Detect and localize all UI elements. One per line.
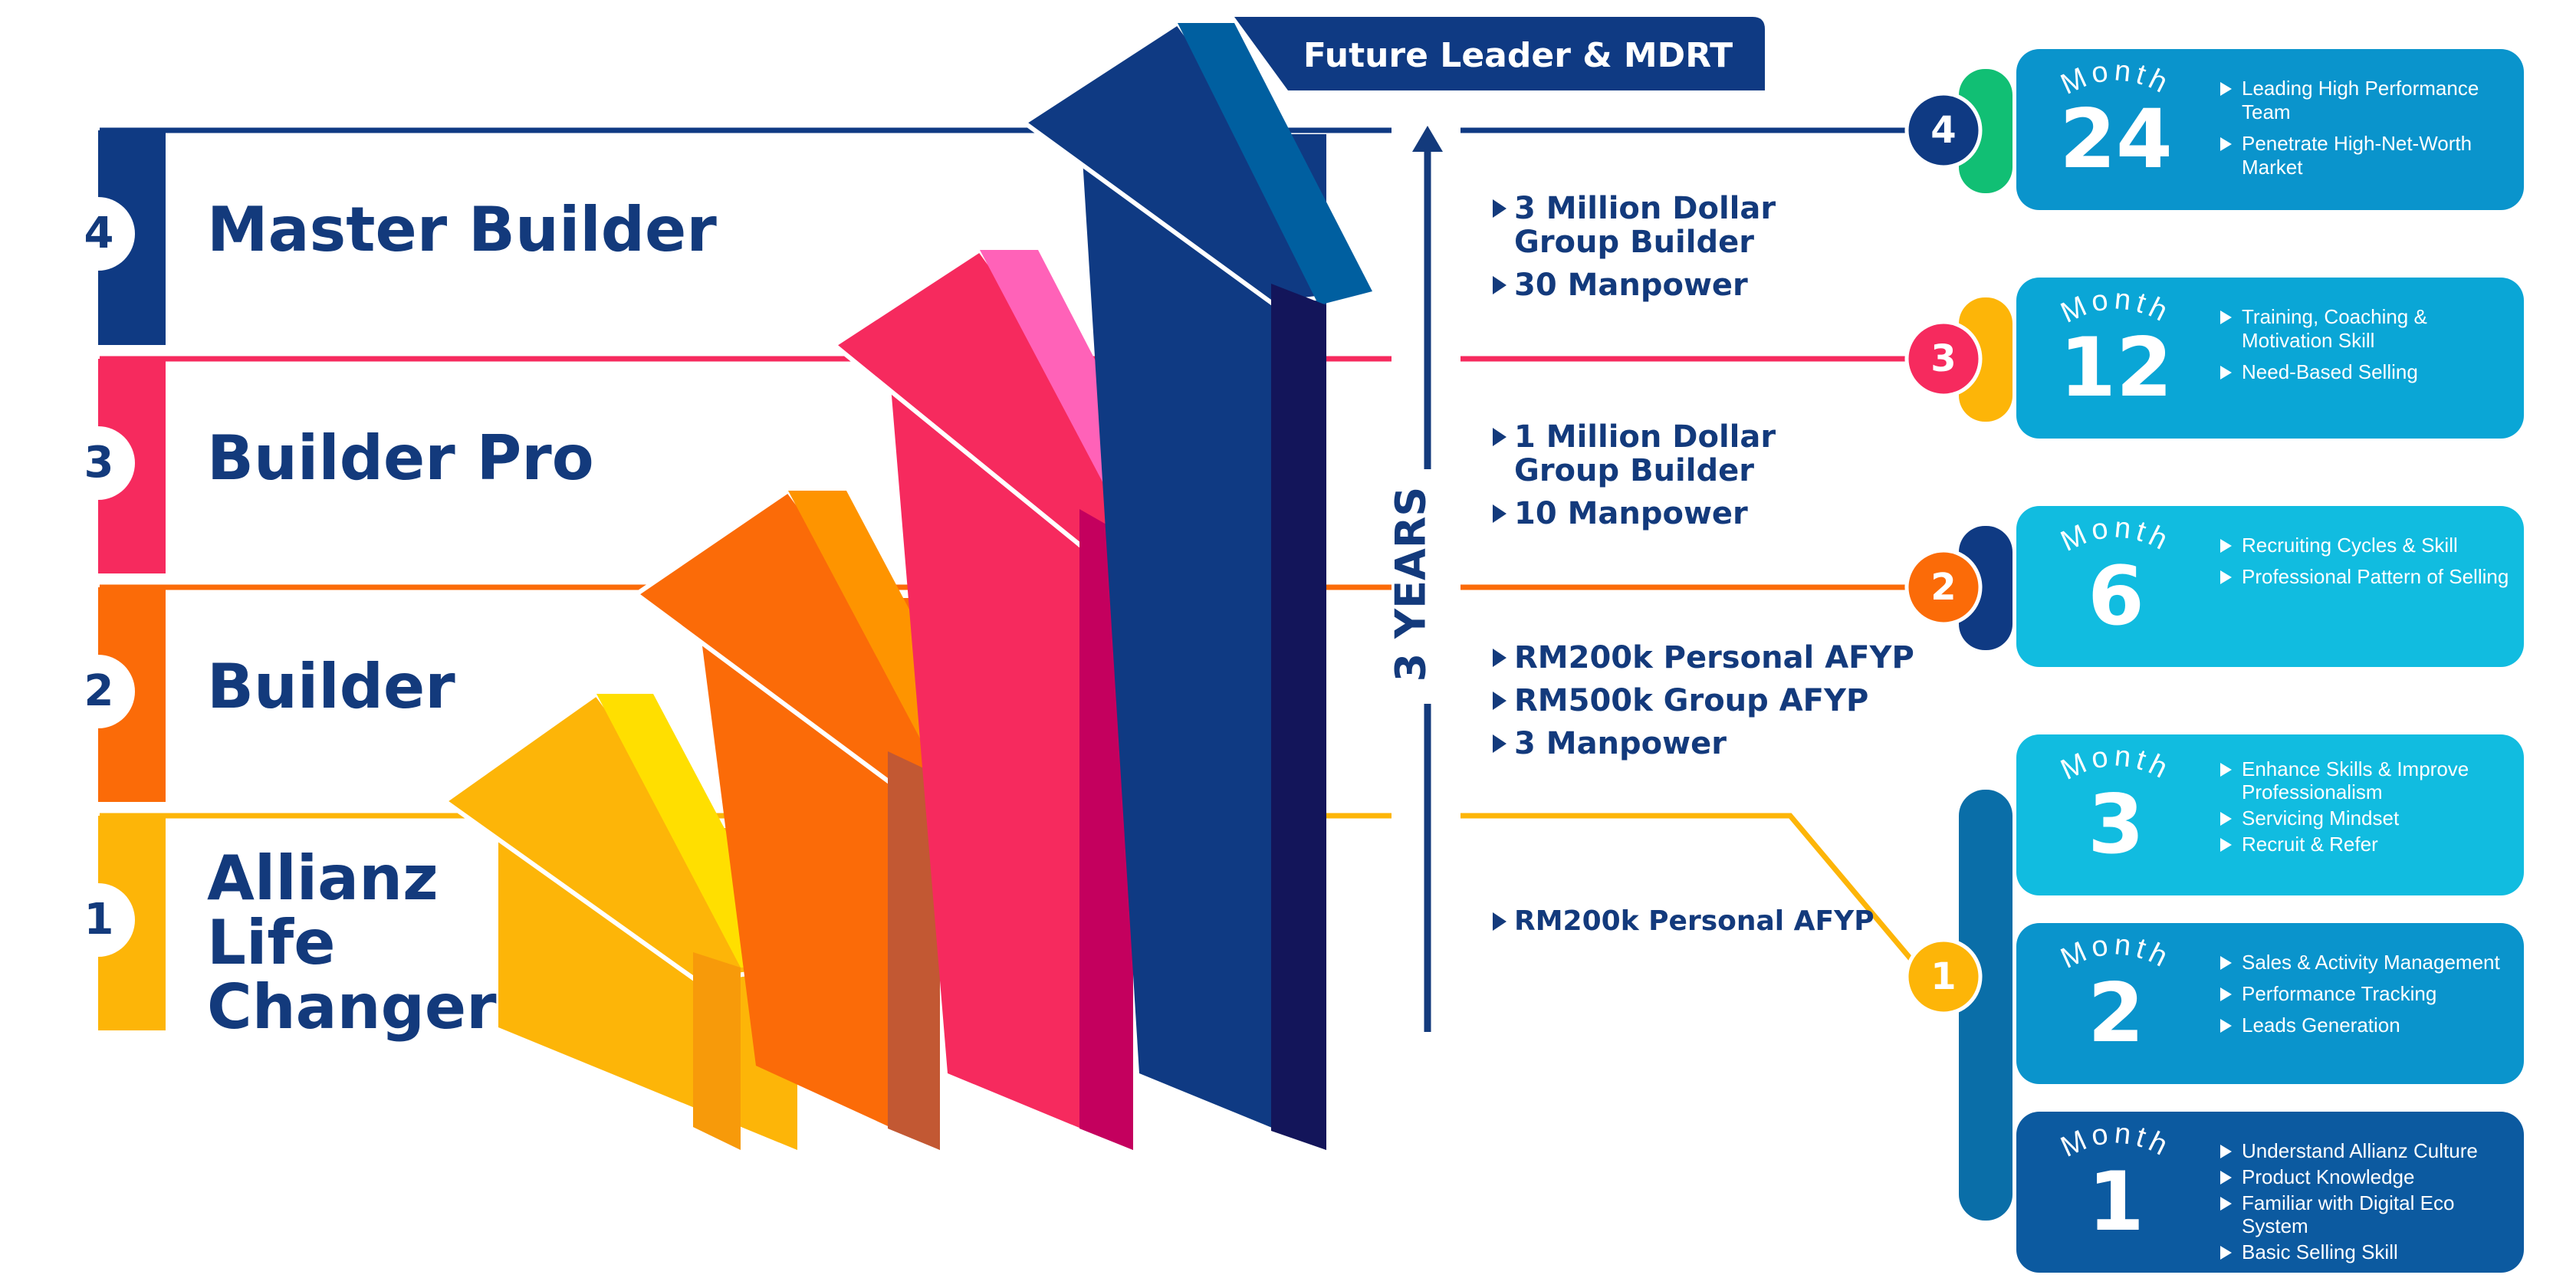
level-3-bullet xyxy=(61,426,135,500)
month-number: 2 xyxy=(2088,966,2144,1060)
card-item: Product Knowledge xyxy=(2220,1165,2521,1188)
requirement-item: RM200k Personal AFYP xyxy=(1491,641,1951,675)
requirement-item: 3 Million Dollar Group Builder xyxy=(1491,192,1829,259)
top-banner xyxy=(1234,17,1765,90)
level-2-number: 2 xyxy=(84,666,114,716)
marker-4-number: 4 xyxy=(1930,109,1957,152)
card-item: Leads Generation xyxy=(2220,1014,2521,1037)
marker-4-tab xyxy=(1959,69,2013,193)
card-item: Recruiting Cycles & Skill xyxy=(2220,534,2521,557)
marker-1-number: 1 xyxy=(1930,955,1957,998)
month-number: 12 xyxy=(2059,320,2173,415)
month-word: Month xyxy=(2056,283,2172,330)
level-3-title: Builder Pro xyxy=(207,422,594,494)
month-card-3: Month 3 Enhance Skills & Improve Profess… xyxy=(2016,734,2524,895)
month-word: Month xyxy=(2056,740,2172,787)
month-card-items: Enhance Skills & Improve Professionalism… xyxy=(2220,757,2521,859)
requirement-item: 3 Manpower xyxy=(1491,727,1951,761)
card-item: Training, Coaching & Motivation Skill xyxy=(2220,305,2521,353)
level-2-title: Builder xyxy=(207,651,455,722)
month-card-2: Month 2 Sales & Activity Management Perf… xyxy=(2016,923,2524,1084)
month-card-items: Leading High Performance Team Penetrate … xyxy=(2220,77,2521,187)
card-item: Servicing Mindset xyxy=(2220,807,2521,830)
month-card-items: Training, Coaching & Motivation Skill Ne… xyxy=(2220,305,2521,392)
requirement-item: 1 Million Dollar Group Builder xyxy=(1491,420,1829,488)
marker-2-circle xyxy=(1904,548,1983,626)
card-item: Need-Based Selling xyxy=(2220,360,2521,384)
month-card-6: Month 6 Recruiting Cycles & Skill Profes… xyxy=(2016,506,2524,667)
marker-2-tab xyxy=(1959,526,2013,650)
requirement-item: RM500k Group AFYP xyxy=(1491,684,1951,718)
card-item: Leading High Performance Team xyxy=(2220,77,2521,124)
card-item: Understand Allianz Culture xyxy=(2220,1139,2521,1162)
arrow-level-4 xyxy=(1022,21,1375,1150)
marker-3-circle xyxy=(1904,320,1983,398)
level-1-title: Allianz Life Changer xyxy=(207,846,497,1040)
requirement-item: 30 Manpower xyxy=(1491,268,1829,302)
timeline-arrowhead xyxy=(1412,126,1443,152)
card-item: Performance Tracking xyxy=(2220,982,2521,1006)
level-3-requirements: 1 Million Dollar Group Builder 10 Manpow… xyxy=(1491,420,1829,540)
card-item: Enhance Skills & Improve Professionalism xyxy=(2220,757,2521,803)
card-item: Basic Selling Skill xyxy=(2220,1240,2521,1263)
marker-1-circle xyxy=(1904,938,1983,1016)
month-number: 3 xyxy=(2088,777,2144,872)
month-card-items: Understand Allianz Culture Product Knowl… xyxy=(2220,1139,2521,1267)
marker-3-number: 3 xyxy=(1930,337,1957,380)
requirement-item: RM200k Personal AFYP xyxy=(1491,905,1951,938)
month-word: Month xyxy=(2056,1117,2172,1164)
card-item: Penetrate High-Net-Worth Market xyxy=(2220,132,2521,179)
month-card-items: Recruiting Cycles & Skill Professional P… xyxy=(2220,534,2521,596)
month-word: Month xyxy=(2056,928,2172,975)
timeline-label: 3 YEARS xyxy=(1386,486,1435,682)
card-item: Sales & Activity Management xyxy=(2220,951,2521,974)
level-4-bullet xyxy=(61,197,135,271)
level-2-requirements: RM200k Personal AFYP RM500k Group AFYP 3… xyxy=(1491,641,1951,770)
level-1-title-line: Allianz xyxy=(207,843,439,914)
marker-1-tab xyxy=(1959,790,2013,1221)
level-4-number: 4 xyxy=(84,209,114,258)
month-number: 6 xyxy=(2088,549,2144,643)
level-1-line-right xyxy=(1460,813,1919,968)
card-item: Professional Pattern of Selling xyxy=(2220,565,2521,589)
level-1-bullet xyxy=(61,883,135,957)
month-card-items: Sales & Activity Management Performance … xyxy=(2220,951,2521,1045)
level-2-bullet xyxy=(61,655,135,728)
top-banner-label: Future Leader & MDRT xyxy=(1303,36,1733,75)
month-number: 24 xyxy=(2059,92,2173,186)
marker-2-number: 2 xyxy=(1930,566,1957,609)
month-card-1: Month 1 Understand Allianz Culture Produ… xyxy=(2016,1112,2524,1273)
month-card-24: Month 24 Leading High Performance Team P… xyxy=(2016,49,2524,210)
month-word: Month xyxy=(2056,511,2172,558)
month-word: Month xyxy=(2056,54,2172,101)
marker-3-tab xyxy=(1959,297,2013,422)
level-1-number: 1 xyxy=(84,895,114,945)
card-item: Recruit & Refer xyxy=(2220,833,2521,856)
level-4-title: Master Builder xyxy=(207,194,717,265)
level-1-requirements: RM200k Personal AFYP xyxy=(1491,905,1951,948)
month-card-12: Month 12 Training, Coaching & Motivation… xyxy=(2016,278,2524,439)
level-3-number: 3 xyxy=(84,438,114,488)
level-1-title-line: Changer xyxy=(207,971,497,1043)
month-number: 1 xyxy=(2088,1155,2144,1249)
level-1-title-line: Life xyxy=(207,907,336,978)
marker-4-circle xyxy=(1904,91,1983,169)
card-item: Familiar with Digital Eco System xyxy=(2220,1191,2521,1237)
requirement-item: 10 Manpower xyxy=(1491,497,1829,531)
level-4-requirements: 3 Million Dollar Group Builder 30 Manpow… xyxy=(1491,192,1829,311)
